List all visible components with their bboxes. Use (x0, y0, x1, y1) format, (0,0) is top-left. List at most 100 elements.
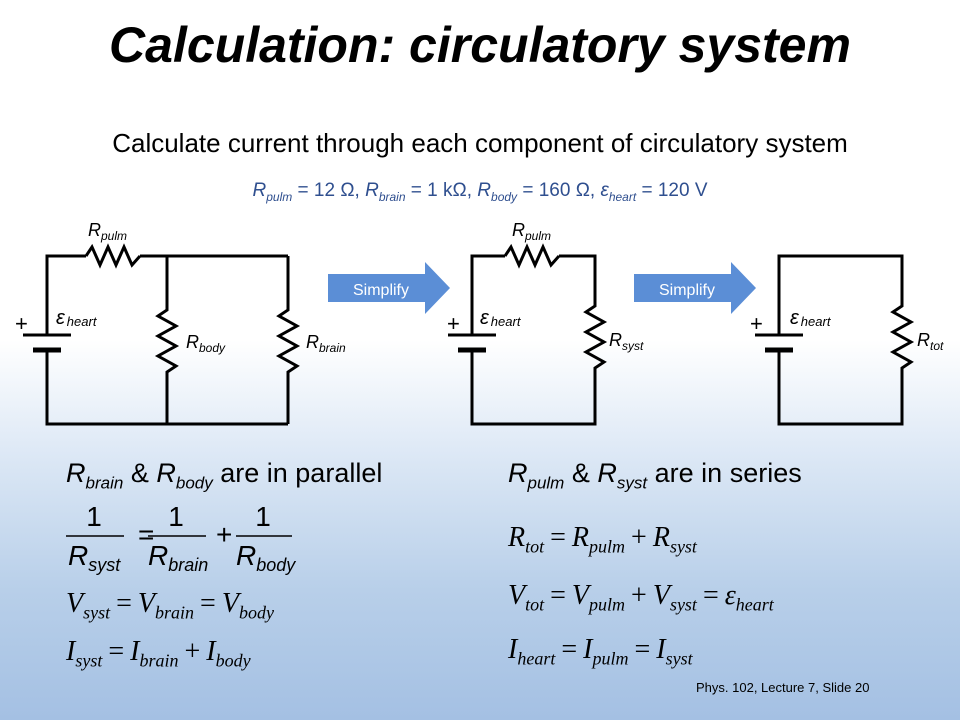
label-rbody: Rbody (186, 332, 226, 355)
resistor-brain (275, 256, 301, 424)
sym-v: V (571, 580, 590, 611)
label-rpulm-2: Rpulm (512, 220, 551, 243)
slide-footer: Phys. 102, Lecture 7, Slide 20 (696, 680, 870, 695)
series-resistance-equation: Rtot=Rpulm+Rsyst (508, 522, 697, 558)
sub-syst: syst (665, 648, 693, 669)
sym-v: V (221, 588, 239, 619)
slide-subtitle: Calculate current through each component… (112, 128, 848, 158)
connector: & (130, 458, 149, 488)
series-voltage-equation: Vtot=Vpulm+Vsyst=εheart (508, 580, 774, 616)
sub-tot: tot (525, 594, 545, 615)
sub-brain: brain (378, 189, 406, 204)
sym-r: R (66, 458, 86, 488)
sym-r: R (512, 220, 525, 240)
denominator-rsyst: Rsyst (68, 540, 121, 575)
plus-sign: + (184, 636, 201, 667)
val-rbody: 160 Ω (538, 180, 590, 201)
parallel-heading: Rbrain & Rbody are in parallel (66, 458, 382, 493)
sub-pulm: pulm (266, 189, 293, 204)
plus-sign: + (631, 522, 647, 553)
sym-r: R (917, 330, 930, 350)
wire (45, 254, 86, 335)
resistor-pulm-1 (84, 243, 142, 269)
sym-i: I (583, 634, 593, 665)
sym-r: R (477, 180, 492, 201)
val-eheart: 120 V (657, 180, 708, 201)
series-current-equation: Iheart=Ipulm=Isyst (508, 634, 693, 670)
parallel-resistance-equation: 1 Rsyst = 1 Rbrain + 1 Rbody (66, 501, 296, 575)
label-rpulm-1: Rpulm (88, 220, 127, 243)
simplify-label-2: Simplify (659, 282, 715, 299)
label-rbrain: Rbrain (306, 332, 346, 355)
sym-r: R (156, 458, 176, 488)
denominator-rbody: Rbody (236, 540, 296, 575)
parallel-voltage-equation: Vsyst=Vbrain=Vbody (66, 588, 274, 624)
sym-r: R (186, 332, 199, 352)
sym-r: R (597, 458, 617, 488)
plus-sign: + (216, 519, 232, 550)
sym-i: I (656, 634, 666, 665)
sub-syst: syst (83, 602, 111, 623)
sym-r: R (306, 332, 319, 352)
equals-sign: = (634, 634, 651, 665)
simplify-arrow-2 (634, 262, 756, 314)
sub-syst: syst (622, 339, 644, 353)
parallel-current-equation: Isyst=Ibrain+Ibody (66, 636, 251, 672)
sub-heart: heart (67, 314, 98, 329)
sym-v: V (508, 580, 526, 611)
equals-sign: = (108, 636, 125, 667)
equals-sign: = (200, 588, 216, 619)
sym-i: I (130, 636, 140, 667)
circuit-2 (448, 243, 608, 426)
sub-body: body (256, 555, 296, 575)
plus-sign-2: + (447, 311, 460, 336)
sym-eps: ε (480, 307, 490, 329)
sub-pulm: pulm (527, 473, 565, 493)
sym-i: I (206, 636, 216, 667)
sym-eps: ε (56, 307, 66, 329)
circuit-3 (755, 254, 915, 426)
sym-i: I (66, 636, 76, 667)
circuit-1 (23, 243, 301, 426)
sym-r: R (609, 330, 622, 350)
sub-pulm: pulm (100, 229, 127, 243)
numerator: 1 (255, 501, 271, 532)
label-rsyst: Rsyst (609, 330, 644, 353)
sym-r: R (68, 540, 88, 571)
val-rbrain: 1 kΩ (427, 180, 467, 201)
sub-pulm: pulm (592, 648, 629, 669)
numerator: 1 (86, 501, 102, 532)
sub-brain: brain (155, 602, 195, 623)
wire (470, 254, 505, 335)
resistor-tot (777, 254, 915, 426)
equals-sign: = (550, 522, 566, 553)
sub-heart: heart (735, 594, 774, 615)
equals-sign: = (116, 588, 132, 619)
sub-syst: syst (669, 594, 697, 615)
sym-r: R (508, 458, 528, 488)
sym-eps: ε (724, 580, 736, 611)
sym-r: R (88, 220, 101, 240)
given-values: Rpulm = 12 Ω, Rbrain = 1 kΩ, Rbody = 160… (252, 180, 708, 204)
plus-sign-1: + (15, 311, 28, 336)
sub-body: body (215, 650, 251, 671)
sub-pulm: pulm (589, 536, 626, 557)
simplify-label-1: Simplify (353, 282, 409, 299)
sub-heart: heart (608, 189, 637, 204)
series-phrase: are in series (654, 458, 802, 488)
connector: & (571, 458, 590, 488)
simplify-arrow-1 (328, 262, 450, 314)
sym-r: R (571, 522, 590, 553)
sym-r: R (365, 180, 379, 201)
sym-r: R (148, 540, 168, 571)
slide-title: Calculation: circulatory system (109, 17, 851, 73)
sym-r: R (652, 522, 670, 553)
numerator: 1 (168, 501, 184, 532)
resistor-body (154, 256, 180, 424)
sub-syst: syst (669, 536, 697, 557)
series-heading: Rpulm & Rsyst are in series (508, 458, 802, 493)
equals-sign: = (138, 519, 154, 550)
parallel-phrase: are in parallel (220, 458, 383, 488)
